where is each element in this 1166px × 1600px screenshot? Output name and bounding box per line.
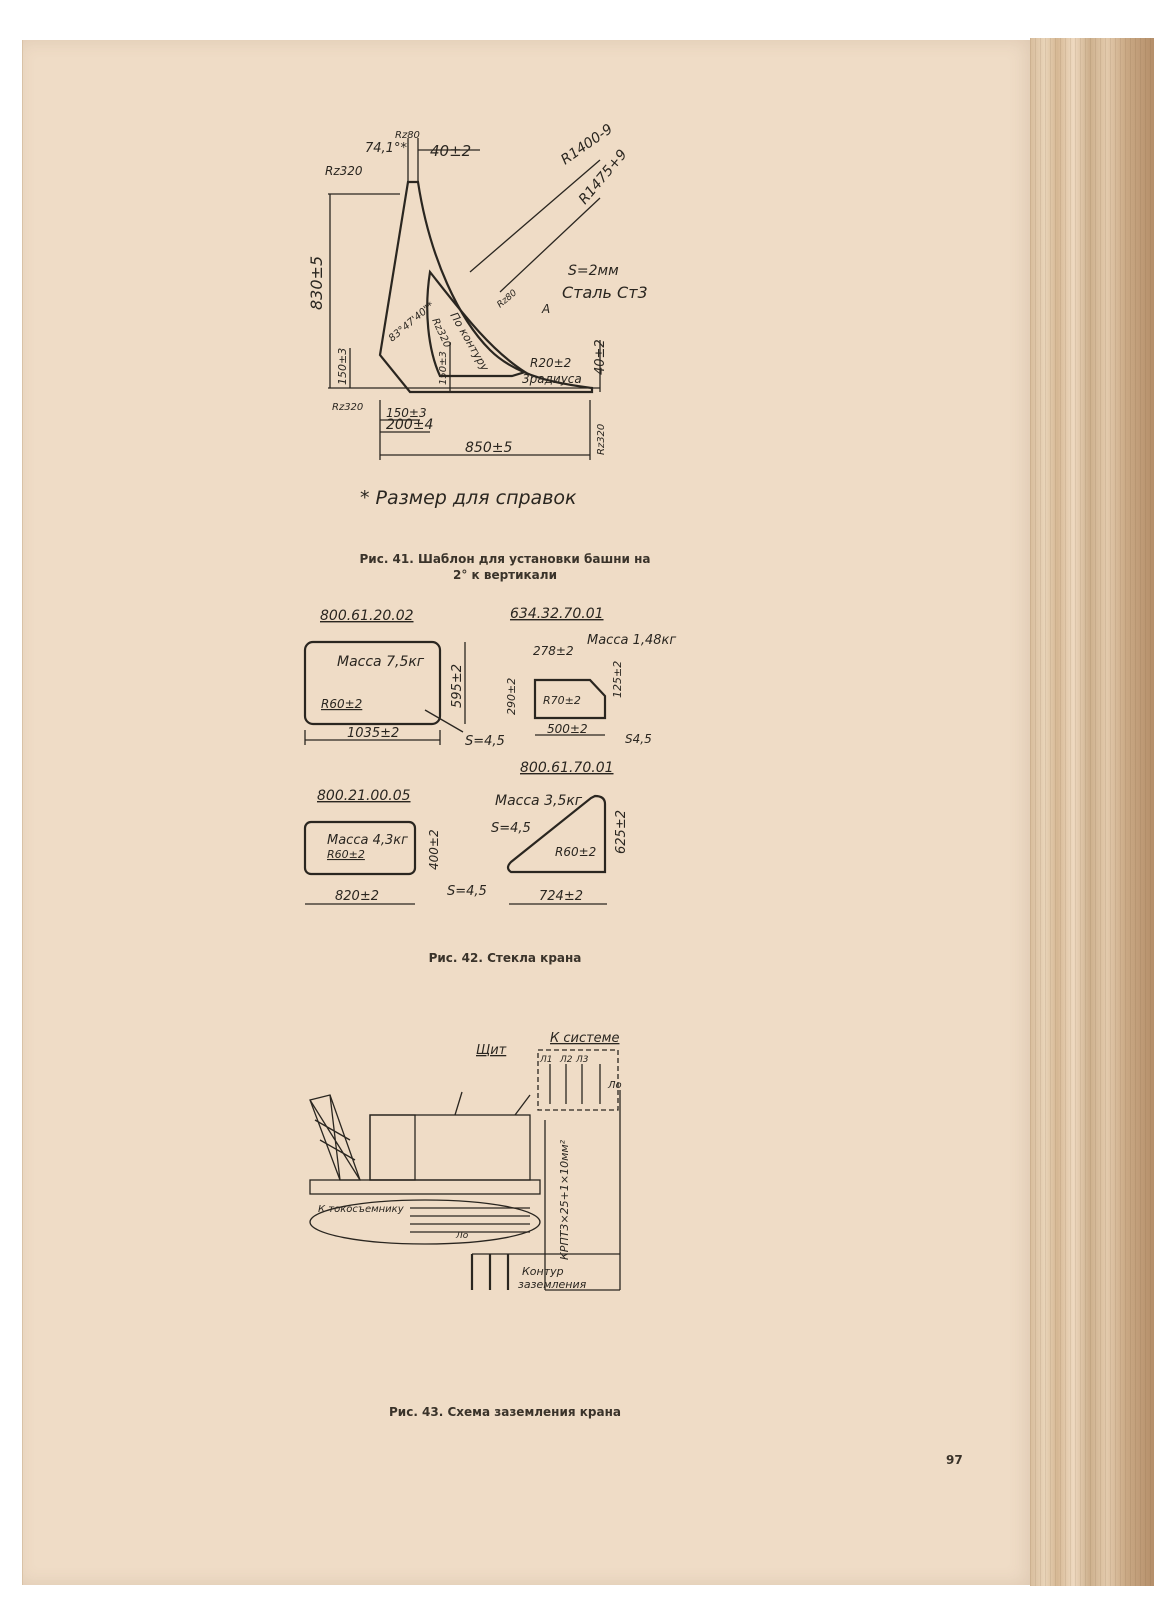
fig41-r20: R20±2 — [530, 356, 571, 370]
fig42-p4-radius: R60±2 — [555, 845, 596, 859]
fig41-rz80-top: Rz80 — [395, 130, 420, 141]
fig42-p2-h: 290±2 — [505, 678, 518, 715]
fig41-radius3: 3радиуса — [522, 372, 582, 386]
template-window — [426, 269, 528, 378]
fig42-p1-mass: Масса 7,5кг — [337, 654, 425, 670]
fig42-p4-h: 625±2 — [614, 810, 629, 854]
fig42-p3-w: 820±2 — [335, 889, 379, 904]
fig42-p2-code: 634.32.70.01 — [510, 606, 604, 622]
fig42-p3-glass — [303, 820, 417, 876]
fig43-shield-box — [537, 1049, 619, 1111]
fig42-p1-w: 1035±2 — [347, 726, 399, 741]
fig41-angle: 74,1°* — [365, 141, 407, 156]
fig41-drawing: Rz320 74,1°* Rz80 40±2 R1400-9 R1475+9 8… — [307, 121, 648, 460]
fig41-dim-40: 40±2 — [430, 142, 471, 160]
fig42-p2-top: 278±2 — [533, 644, 574, 658]
fig41-rz320-br: Rz320 — [596, 424, 607, 455]
fig41-dim150v: 150±3 — [336, 348, 349, 385]
fig42-p2-s: S4,5 — [625, 732, 652, 746]
fig43-l3: Л3 — [575, 1055, 589, 1065]
fig43-contour1: Контур — [522, 1265, 564, 1278]
fig41-a: A — [541, 302, 550, 316]
page-number: 97 — [946, 1453, 963, 1467]
book-page — [22, 40, 1033, 1585]
fig42-p1-radius: R60±2 — [321, 697, 362, 711]
fig41-steel: Сталь Ст3 — [562, 283, 648, 302]
fig43-cable: КРПТ3×25+1×10мм² — [558, 1139, 571, 1260]
fig41-rz80-mid: Rz80 — [496, 288, 520, 310]
fig43-crane-platform — [309, 1179, 541, 1195]
fig41-caption-line2: 2° к вертикали — [453, 568, 557, 582]
fig41-rz320-bot: Rz320 — [332, 402, 363, 413]
fig42-p1-glass — [303, 640, 442, 726]
fig43-lo: Ло — [607, 1080, 622, 1091]
fig43-l2: Л2 — [559, 1055, 573, 1065]
fig42-p2-radius: R70±2 — [543, 694, 581, 707]
fig42-p3-s: S=4,5 — [447, 884, 487, 899]
fig43-to-collector: К токосъемнику — [318, 1204, 405, 1215]
fig42-p4-s: S=4,5 — [491, 821, 531, 836]
fig42-p3-code: 800.21.00.05 — [317, 788, 411, 804]
fig43-lo2: Ло — [455, 1231, 469, 1241]
fig42-p2-mass: Масса 1,48кг — [587, 633, 676, 648]
page-edges — [1030, 38, 1154, 1586]
fig42-p2-side: 125±2 — [611, 661, 624, 698]
fig41-note: * Размер для справок — [360, 487, 577, 509]
fig43-drawing: Щит К системе Л1 Л2 Л3 Ло КРПТ3×25+1×10м… — [309, 1031, 622, 1291]
fig43-shield: Щит — [476, 1043, 507, 1058]
fig42-p4-w: 724±2 — [539, 889, 583, 904]
fig41-dim150v2: 150±3 — [438, 351, 449, 385]
fig42-p2-w: 500±2 — [547, 722, 588, 736]
fig41-rz320-mid: Rz320 — [429, 317, 452, 350]
fig42-p1-s: S=4,5 — [465, 734, 505, 749]
fig41-dim200: 200±4 — [386, 417, 433, 433]
fig43-contour2: заземления — [518, 1278, 587, 1291]
fig42-p4-glass — [506, 794, 607, 874]
fig42-drawing: 800.61.20.02 Масса 7,5кг R60±2 1035±2 59… — [303, 606, 676, 905]
fig43-crane-cabin — [369, 1114, 531, 1181]
fig42-p4-code: 800.61.70.01 — [520, 760, 614, 776]
fig42-p3-mass: Масса 4,3кг — [327, 833, 408, 848]
fig41-dim850: 850±5 — [465, 440, 512, 456]
fig41-s: S=2мм — [568, 263, 619, 279]
fig43-to-system: К системе — [550, 1031, 619, 1046]
fig41-dim150h: 150±3 — [386, 406, 427, 420]
fig42-p3-radius: R60±2 — [327, 848, 365, 861]
fig41-h830: 830±5 — [307, 256, 326, 310]
fig42-p1-h: 595±2 — [450, 664, 465, 708]
fig43-caption: Рис. 43. Схема заземления крана — [389, 1405, 621, 1419]
fig42-p3-h: 400±2 — [427, 829, 441, 870]
fig41-rz320-top: Rz320 — [325, 164, 363, 178]
fig41-caption-line1: Рис. 41. Шаблон для установки башни на — [359, 552, 651, 566]
fig42-caption: Рис. 42. Стекла крана — [428, 951, 582, 965]
fig43-track — [309, 1199, 541, 1245]
fig42-p1-code: 800.61.20.02 — [320, 608, 414, 624]
fig42-p2-glass — [533, 678, 607, 720]
fig41-dim40v: 40±2 — [593, 339, 608, 375]
fig42-p4-mass: Масса 3,5кг — [495, 793, 583, 809]
fig43-l1: Л1 — [539, 1055, 553, 1065]
